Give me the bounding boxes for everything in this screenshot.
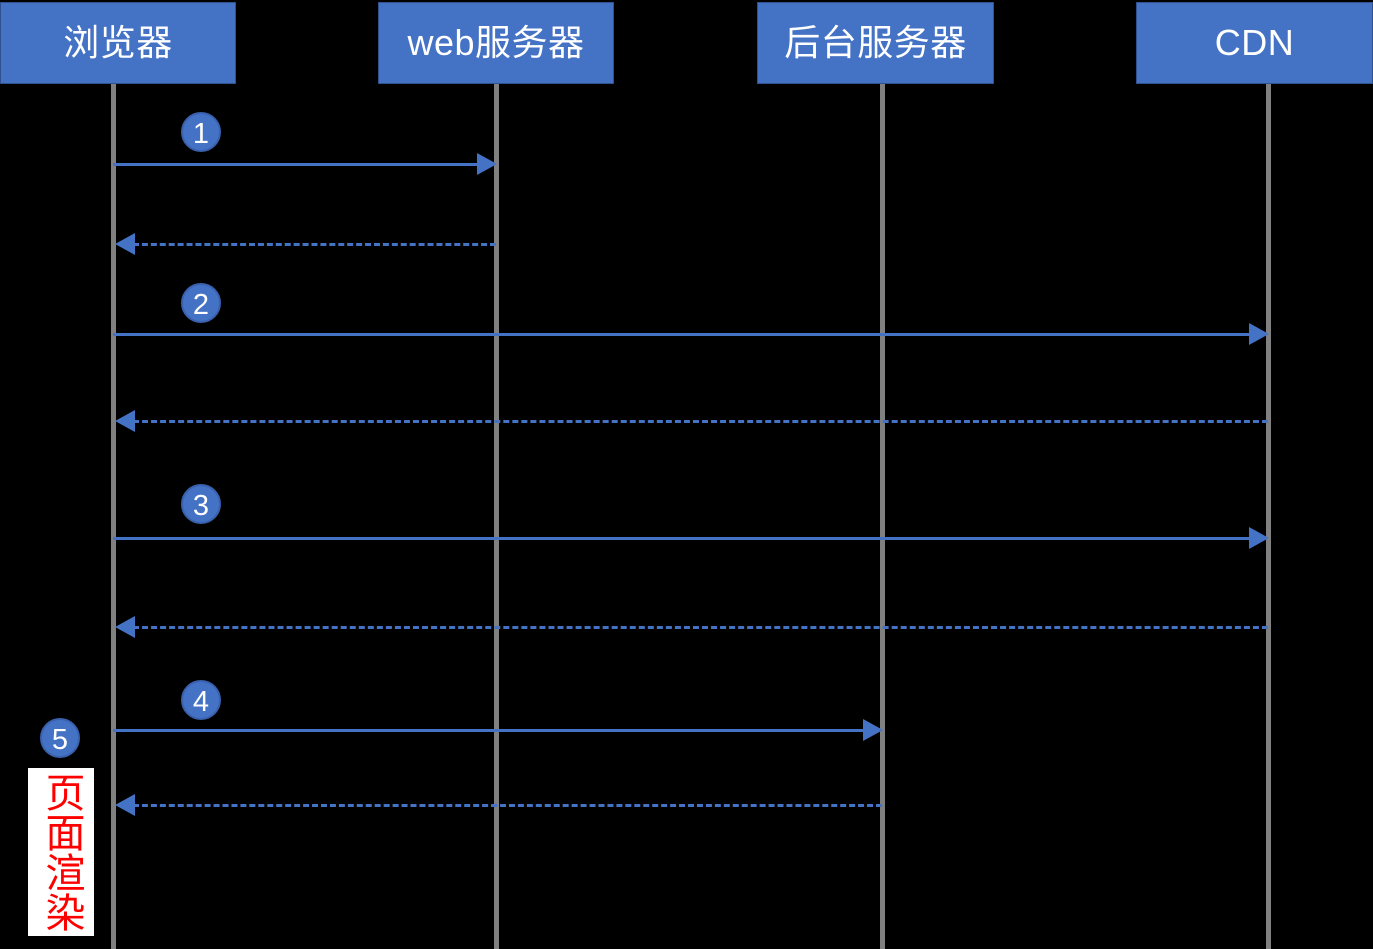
step-badge-5[interactable]: 5 [40, 718, 80, 758]
participant-label-backend-server: 后台服务器 [784, 22, 967, 63]
arrowhead-1-response [115, 233, 135, 255]
arrowhead-3-request [1249, 527, 1269, 549]
message-line-2-request[interactable] [113, 333, 1253, 336]
note-page-render[interactable]: 页面渲染 [28, 768, 94, 936]
participant-label-web-server: web服务器 [407, 22, 585, 63]
lifeline-browser [111, 84, 116, 949]
arrowhead-3-response [115, 616, 135, 638]
message-line-1-request[interactable] [113, 163, 481, 166]
message-line-3-response[interactable] [133, 626, 1268, 629]
message-line-1-response[interactable] [133, 243, 496, 246]
lifeline-web [494, 84, 499, 949]
participant-cdn[interactable]: CDN [1136, 2, 1373, 84]
participant-backend-server[interactable]: 后台服务器 [757, 2, 994, 84]
arrowhead-4-request [863, 719, 883, 741]
lifeline-cdn [1266, 84, 1271, 949]
note-page-render-label: 页面渲染 [39, 772, 84, 932]
participant-web-server[interactable]: web服务器 [378, 2, 614, 84]
step-badge-3[interactable]: 3 [181, 484, 221, 524]
arrowhead-4-response [115, 794, 135, 816]
arrowhead-2-response [115, 410, 135, 432]
step-badge-2[interactable]: 2 [181, 283, 221, 323]
step-badge-4[interactable]: 4 [181, 680, 221, 720]
message-line-4-request[interactable] [113, 729, 867, 732]
participant-label-cdn: CDN [1214, 22, 1295, 63]
participant-label-browser: 浏览器 [63, 22, 173, 63]
step-badge-1[interactable]: 1 [181, 112, 221, 152]
arrowhead-2-request [1249, 323, 1269, 345]
arrowhead-1-request [477, 153, 497, 175]
message-line-3-request[interactable] [113, 537, 1253, 540]
message-line-2-response[interactable] [133, 420, 1268, 423]
participant-browser[interactable]: 浏览器 [0, 2, 236, 84]
lifeline-backend [880, 84, 885, 949]
message-line-4-response[interactable] [133, 804, 882, 807]
